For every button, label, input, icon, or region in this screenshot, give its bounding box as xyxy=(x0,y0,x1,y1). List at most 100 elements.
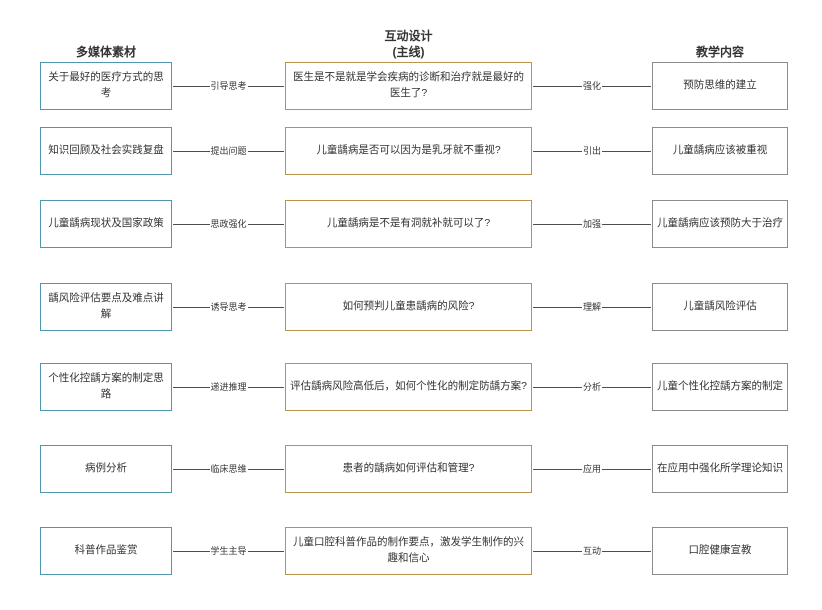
interaction-node: 如何预判儿童患龋病的风险? xyxy=(285,283,532,331)
flow-row-5: 个性化控龋方案的制定思路 递进推理 评估龋病风险高低后，如何个性化的制定防龋方案… xyxy=(0,363,822,411)
connector-line xyxy=(247,468,285,470)
connector-line xyxy=(247,550,285,552)
connector-right: 理解 xyxy=(533,283,652,331)
material-node: 儿童龋病现状及国家政策 xyxy=(40,200,172,248)
material-node: 病例分析 xyxy=(40,445,172,493)
connector-line xyxy=(247,85,285,87)
connector-line xyxy=(533,223,582,225)
connector-left: 提出问题 xyxy=(173,127,285,175)
link-label: 诱导思考 xyxy=(210,301,247,312)
node-label: 儿童龋病应该预防大于治疗 xyxy=(657,217,783,230)
connector-line xyxy=(173,550,210,552)
content-node: 预防思维的建立 xyxy=(652,62,788,110)
connector-line xyxy=(247,223,285,225)
interaction-node: 儿童龋病是不是有洞就补就可以了? xyxy=(285,200,532,248)
node-label: 患者的龋病如何评估和管理? xyxy=(342,462,475,475)
interaction-node: 患者的龋病如何评估和管理? xyxy=(285,445,532,493)
node-label: 儿童龋病是不是有洞就补就可以了? xyxy=(326,217,491,230)
node-label: 在应用中强化所学理论知识 xyxy=(657,462,783,475)
content-node: 儿童龋病应该被重视 xyxy=(652,127,788,175)
connector-line xyxy=(533,85,582,87)
node-label: 个性化控龋方案的制定思路 xyxy=(48,372,164,400)
connector-left: 学生主导 xyxy=(173,527,285,575)
interaction-node: 评估龋病风险高低后，如何个性化的制定防龋方案? xyxy=(285,363,532,411)
node-label: 儿童龋病是否可以因为是乳牙就不重视? xyxy=(316,144,501,157)
node-label: 评估龋病风险高低后，如何个性化的制定防龋方案? xyxy=(290,380,527,393)
content-node: 儿童龋风险评估 xyxy=(652,283,788,331)
flow-row-7: 科普作品鉴赏 学生主导 儿童口腔科普作品的制作要点，激发学生制作的兴趣和信心 互… xyxy=(0,527,822,575)
connector-line xyxy=(247,386,285,388)
link-label: 强化 xyxy=(583,80,602,91)
connector-right: 强化 xyxy=(533,62,652,110)
flow-row-3: 儿童龋病现状及国家政策 思政强化 儿童龋病是不是有洞就补就可以了? 加强 儿童龋… xyxy=(0,200,822,248)
link-label: 引导思考 xyxy=(210,80,247,91)
link-label: 临床思维 xyxy=(210,463,247,474)
node-label: 医生是不是就是学会疾病的诊断和治疗就是最好的医生了? xyxy=(293,71,524,99)
link-label: 应用 xyxy=(583,463,602,474)
connector-line xyxy=(602,468,652,470)
connector-line xyxy=(173,85,210,87)
flow-row-6: 病例分析 临床思维 患者的龋病如何评估和管理? 应用 在应用中强化所学理论知识 xyxy=(0,445,822,493)
link-label: 引出 xyxy=(583,145,602,156)
interaction-node: 儿童口腔科普作品的制作要点，激发学生制作的兴趣和信心 xyxy=(285,527,532,575)
material-node: 关于最好的医疗方式的思考 xyxy=(40,62,172,110)
flow-row-2: 知识回顾及社会实践复盘 提出问题 儿童龋病是否可以因为是乳牙就不重视? 引出 儿… xyxy=(0,127,822,175)
material-node: 个性化控龋方案的制定思路 xyxy=(40,363,172,411)
connector-left: 思政强化 xyxy=(173,200,285,248)
connector-line xyxy=(533,306,582,308)
node-label: 关于最好的医疗方式的思考 xyxy=(48,71,164,99)
flow-row-1: 关于最好的医疗方式的思考 引导思考 医生是不是就是学会疾病的诊断和治疗就是最好的… xyxy=(0,62,822,110)
node-label: 科普作品鉴赏 xyxy=(74,544,138,557)
connector-right: 应用 xyxy=(533,445,652,493)
link-label: 分析 xyxy=(583,381,602,392)
node-label: 知识回顾及社会实践复盘 xyxy=(48,144,164,157)
node-label: 儿童龋风险评估 xyxy=(683,300,757,313)
connector-left: 引导思考 xyxy=(173,62,285,110)
connector-line xyxy=(533,468,582,470)
material-node: 科普作品鉴赏 xyxy=(40,527,172,575)
connector-line xyxy=(602,386,652,388)
connector-line xyxy=(533,550,582,552)
connector-line xyxy=(247,306,285,308)
connector-right: 引出 xyxy=(533,127,652,175)
connector-line xyxy=(173,468,210,470)
node-label: 口腔健康宣教 xyxy=(688,544,752,557)
column-header-materials: 多媒体素材 xyxy=(75,45,136,59)
node-label: 儿童龋病现状及国家政策 xyxy=(48,217,164,230)
connector-right: 分析 xyxy=(533,363,652,411)
content-node: 在应用中强化所学理论知识 xyxy=(652,445,788,493)
connector-right: 加强 xyxy=(533,200,652,248)
node-label: 如何预判儿童患龋病的风险? xyxy=(342,300,475,313)
material-node: 龋风险评估要点及难点讲解 xyxy=(40,283,172,331)
node-label: 病例分析 xyxy=(85,462,127,475)
connector-line xyxy=(602,550,652,552)
connector-left: 诱导思考 xyxy=(173,283,285,331)
connector-line xyxy=(173,150,210,152)
link-label: 互动 xyxy=(583,545,602,556)
column-header-interaction-line2: (主线) xyxy=(392,44,425,59)
connector-line xyxy=(533,150,582,152)
flow-row-4: 龋风险评估要点及难点讲解 诱导思考 如何预判儿童患龋病的风险? 理解 儿童龋风险… xyxy=(0,283,822,331)
column-header-content: 教学内容 xyxy=(695,45,744,59)
content-node: 儿童个性化控龋方案的制定 xyxy=(652,363,788,411)
interaction-node: 医生是不是就是学会疾病的诊断和治疗就是最好的医生了? xyxy=(285,62,532,110)
node-label: 预防思维的建立 xyxy=(683,79,757,92)
link-label: 理解 xyxy=(583,301,602,312)
connector-line xyxy=(173,386,210,388)
connector-right: 互动 xyxy=(533,527,652,575)
connector-line xyxy=(173,223,210,225)
connector-line xyxy=(173,306,210,308)
content-node: 儿童龋病应该预防大于治疗 xyxy=(652,200,788,248)
link-label: 思政强化 xyxy=(210,218,247,229)
link-label: 加强 xyxy=(583,218,602,229)
link-label: 提出问题 xyxy=(210,145,247,156)
connector-line xyxy=(533,386,582,388)
node-label: 儿童个性化控龋方案的制定 xyxy=(657,380,783,393)
node-label: 龋风险评估要点及难点讲解 xyxy=(48,292,164,320)
node-label: 儿童龋病应该被重视 xyxy=(672,144,768,157)
column-header-interaction: 互动设计 (主线) xyxy=(285,29,532,60)
connector-line xyxy=(247,150,285,152)
connector-line xyxy=(602,85,652,87)
column-header-interaction-line1: 互动设计 xyxy=(384,29,433,43)
